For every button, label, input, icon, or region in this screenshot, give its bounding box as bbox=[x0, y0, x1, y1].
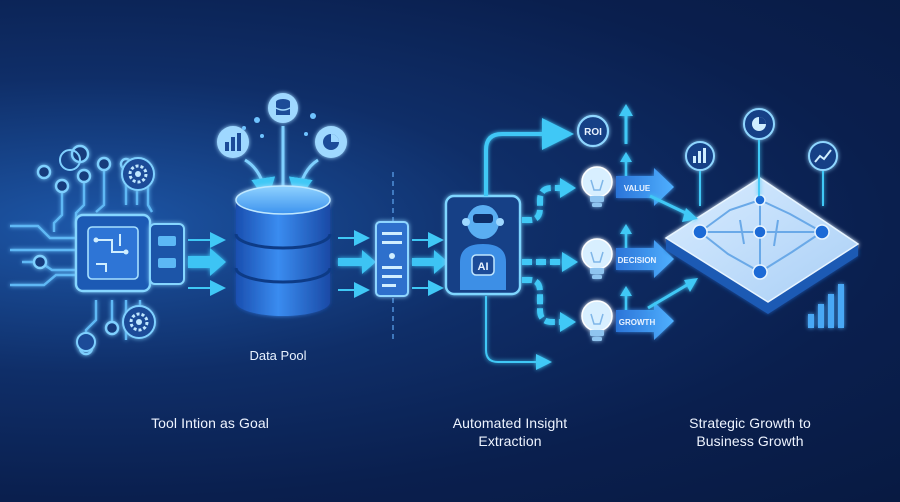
insight-outputs: VALUE DECISION GROWTH bbox=[581, 152, 674, 341]
up-arrow-icon bbox=[619, 104, 633, 144]
growth-row: GROWTH bbox=[581, 286, 674, 341]
growth-arrow bbox=[616, 302, 674, 340]
flow-arrows-to-ai bbox=[412, 232, 448, 296]
database-icon bbox=[268, 93, 298, 123]
tool-caption-text: Tool Intion as Goal bbox=[151, 415, 269, 431]
growth-label: GROWTH bbox=[619, 318, 656, 327]
line-chart-icon bbox=[808, 141, 838, 206]
roi-label: ROI bbox=[584, 127, 602, 138]
document-icon bbox=[375, 221, 409, 297]
gear-icon bbox=[121, 157, 155, 191]
decision-arrow bbox=[616, 240, 674, 278]
circuit-chip-icon bbox=[74, 213, 152, 293]
insight-caption-line1: Automated Insight bbox=[452, 415, 568, 431]
flow-arrows-to-board bbox=[647, 194, 698, 310]
ai-badge: AI bbox=[478, 261, 489, 273]
pie-chart-icon bbox=[315, 126, 347, 158]
decision-row: DECISION bbox=[581, 224, 674, 279]
decision-label: DECISION bbox=[618, 256, 657, 265]
circuit-node-icon bbox=[59, 149, 81, 171]
insight-caption: Automated Insight Extraction bbox=[410, 414, 610, 450]
pie-chart-icon bbox=[743, 108, 775, 196]
network-board-icon bbox=[664, 177, 860, 314]
circuit-chip-cluster bbox=[10, 144, 226, 356]
connector-block-icon bbox=[149, 223, 185, 285]
value-row: VALUE bbox=[581, 152, 674, 207]
data-pool-label: Data Pool bbox=[249, 348, 306, 363]
value-label: VALUE bbox=[624, 184, 651, 193]
data-pool-database: Data Pool bbox=[217, 93, 376, 363]
flow-arrows-to-document bbox=[338, 230, 376, 298]
bar-chart-icon bbox=[217, 126, 249, 158]
lightbulb-icon bbox=[581, 238, 613, 279]
gear-icon bbox=[122, 305, 156, 339]
growth-caption: Strategic Growth to Business Growth bbox=[640, 414, 860, 450]
growth-caption-line2: Business Growth bbox=[696, 433, 804, 449]
roi-badge: ROI bbox=[576, 114, 610, 148]
flow-arrows-to-database bbox=[188, 232, 226, 296]
insight-caption-line2: Extraction bbox=[478, 433, 542, 449]
tool-caption: Tool Intion as Goal bbox=[90, 414, 330, 432]
ai-output-branches bbox=[484, 118, 578, 370]
growth-bars-icon bbox=[808, 284, 844, 328]
bar-chart-icon bbox=[685, 141, 715, 206]
value-arrow bbox=[616, 168, 674, 206]
growth-caption-line1: Strategic Growth to bbox=[689, 415, 811, 431]
lightbulb-icon bbox=[581, 300, 613, 341]
robot-icon: AI bbox=[444, 194, 522, 296]
lightbulb-icon bbox=[581, 166, 613, 207]
